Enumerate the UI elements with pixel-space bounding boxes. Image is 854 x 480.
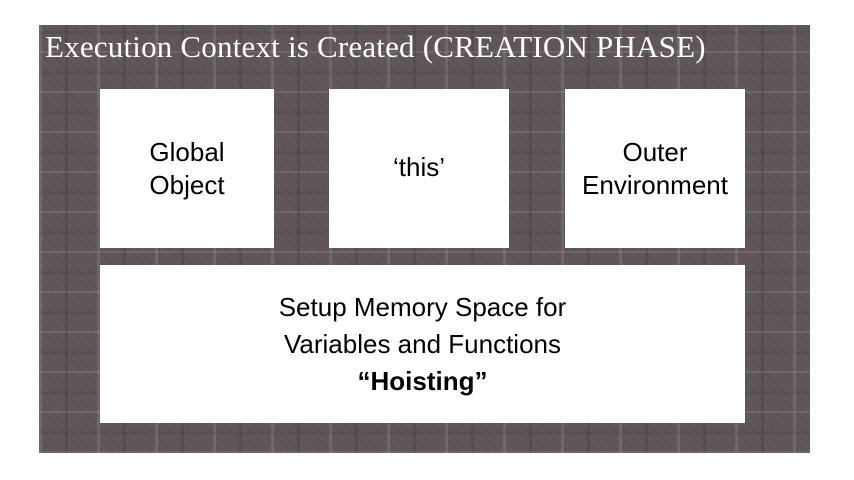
global-object-line1: Global bbox=[149, 136, 225, 167]
this-box: ‘this’ bbox=[329, 89, 509, 248]
global-object-line2: Object bbox=[149, 169, 225, 200]
this-label: ‘this’ bbox=[392, 152, 445, 182]
slide-title: Execution Context is Created (CREATION P… bbox=[45, 29, 706, 64]
hoisting-label: “Hoisting” bbox=[357, 365, 488, 396]
global-object-box: Global Object bbox=[100, 89, 274, 248]
global-object-label: Global Object bbox=[149, 136, 224, 202]
memory-space-line2: Variables and Functions bbox=[283, 328, 561, 359]
memory-space-box: Setup Memory Space for Variables and Fun… bbox=[100, 265, 745, 423]
outer-environment-box: Outer Environment bbox=[565, 89, 745, 248]
outer-environment-line2: Environment bbox=[582, 169, 728, 200]
outer-environment-label: Outer Environment bbox=[582, 136, 728, 202]
memory-space-text: Setup Memory Space for Variables and Fun… bbox=[279, 289, 567, 400]
slide: Execution Context is Created (CREATION P… bbox=[39, 25, 810, 453]
memory-space-line1: Setup Memory Space for bbox=[278, 291, 567, 322]
outer-environment-line1: Outer bbox=[622, 136, 688, 167]
